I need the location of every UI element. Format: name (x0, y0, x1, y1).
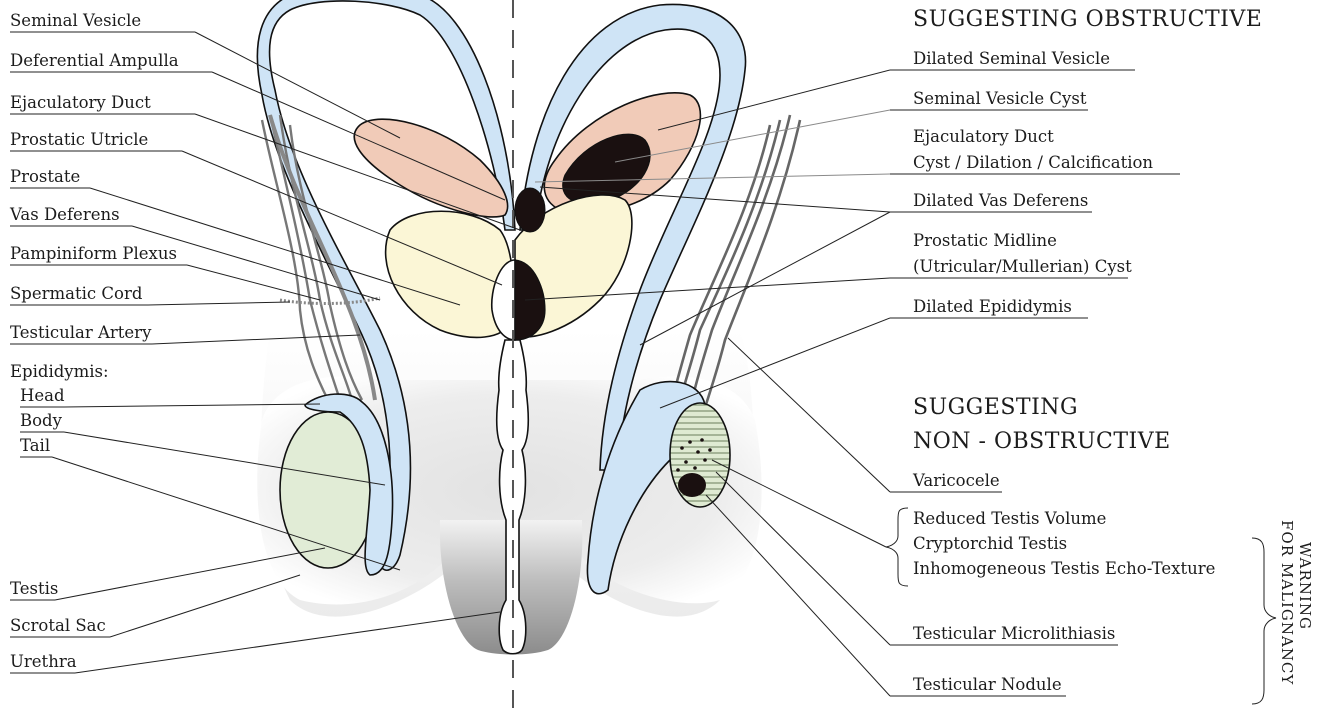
testicular-nodule (678, 473, 706, 497)
warning-line-2: FOR MALIGNANCY (1278, 520, 1296, 685)
label-scrotal-sac: Scrotal Sac (10, 616, 106, 635)
label-seminal-vesicle: Seminal Vesicle (10, 11, 141, 30)
label-ejaculatory-duct-right: Ejaculatory Duct (913, 127, 1054, 146)
non-obstructive-labels: SUGGESTING NON - OBSTRUCTIVE Varicocele … (890, 395, 1215, 696)
label-vas-deferens: Vas Deferens (9, 205, 120, 224)
label-prostate: Prostate (10, 167, 80, 186)
label-ejaculatory-duct-detail: Cyst / Dilation / Calcification (913, 153, 1153, 172)
label-ejaculatory-duct: Ejaculatory Duct (10, 93, 151, 112)
label-testicular-nodule: Testicular Nodule (913, 675, 1062, 694)
label-cryptorchid-testis: Cryptorchid Testis (913, 534, 1067, 553)
curly-brace-testis-group (886, 508, 908, 586)
left-labels: Seminal Vesicle Deferential Ampulla Ejac… (9, 11, 212, 673)
label-dilated-seminal-vesicle: Dilated Seminal Vesicle (913, 49, 1110, 68)
label-urethra: Urethra (10, 652, 77, 671)
label-testicular-microlithiasis: Testicular Microlithiasis (913, 624, 1115, 643)
obstructive-labels: SUGGESTING OBSTRUCTIVE Dilated Seminal V… (890, 7, 1262, 318)
label-epididymis-tail: Tail (20, 436, 50, 455)
label-inhomogeneous-testis: Inhomogeneous Testis Echo-Texture (913, 559, 1215, 578)
curly-brace-malignancy (1252, 538, 1276, 704)
heading-non-obstructive-1: SUGGESTING (913, 395, 1078, 420)
label-prostatic-midline-cyst: (Utricular/Mullerian) Cyst (913, 257, 1132, 276)
label-prostatic-midline: Prostatic Midline (913, 231, 1057, 250)
label-pampiniform-plexus: Pampiniform Plexus (10, 244, 177, 263)
warning-line-1: WARNING (1296, 542, 1314, 630)
heading-obstructive: SUGGESTING OBSTRUCTIVE (913, 7, 1262, 32)
label-prostatic-utricle: Prostatic Utricle (10, 130, 148, 149)
label-testicular-artery: Testicular Artery (10, 323, 152, 342)
label-epididymis-body: Body (20, 411, 63, 430)
label-epididymis: Epididymis: (10, 362, 109, 381)
label-varicocele: Varicocele (912, 471, 1000, 490)
label-dilated-epididymis: Dilated Epididymis (913, 297, 1072, 316)
label-seminal-vesicle-cyst: Seminal Vesicle Cyst (913, 89, 1087, 108)
heading-non-obstructive-2: NON - OBSTRUCTIVE (913, 429, 1171, 454)
label-testis: Testis (10, 579, 58, 598)
warning-malignancy: WARNING FOR MALIGNANCY (1278, 520, 1314, 685)
ejaculatory-duct-cyst (515, 188, 545, 232)
label-deferential-ampulla: Deferential Ampulla (10, 51, 179, 70)
label-epididymis-head: Head (20, 386, 65, 405)
label-dilated-vas-deferens: Dilated Vas Deferens (913, 191, 1088, 210)
label-spermatic-cord: Spermatic Cord (10, 284, 143, 303)
label-reduced-testis-volume: Reduced Testis Volume (913, 509, 1106, 528)
